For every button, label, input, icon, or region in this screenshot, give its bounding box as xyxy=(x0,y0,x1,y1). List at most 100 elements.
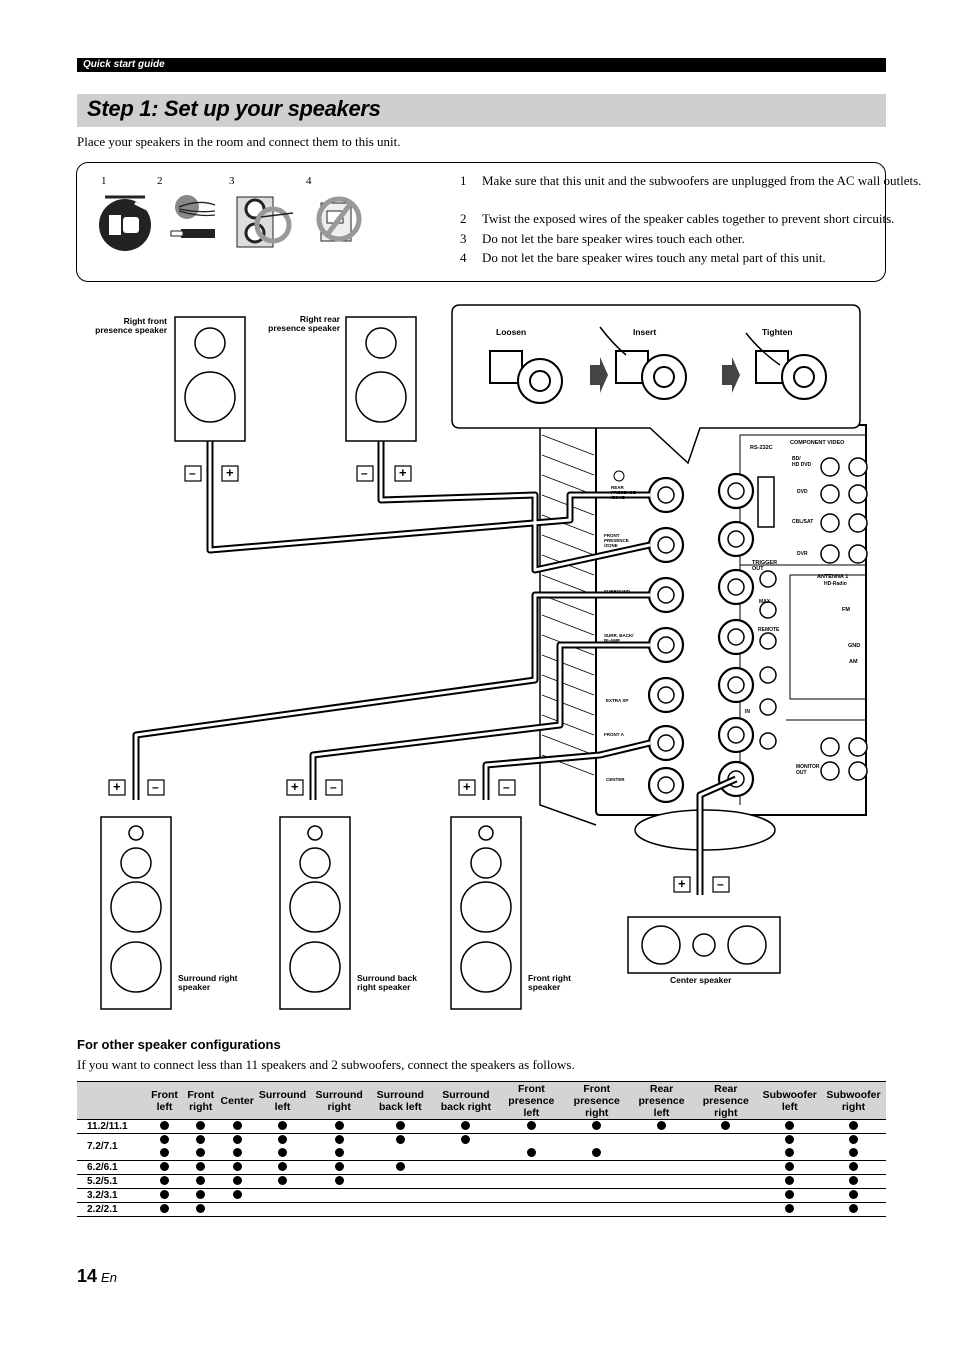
filled-dot-icon xyxy=(277,1148,287,1158)
filled-dot-icon xyxy=(461,1121,471,1131)
extra-sp-label: EXTRA SP xyxy=(606,698,629,703)
presence-speakers xyxy=(174,316,417,442)
speaker-cell xyxy=(693,1119,759,1134)
speaker-cell xyxy=(432,1188,500,1203)
speaker-cell xyxy=(820,1174,886,1189)
speaker-cell xyxy=(310,1188,369,1203)
speaker-cell xyxy=(310,1133,369,1147)
filled-dot-icon xyxy=(334,1176,344,1186)
filled-dot-icon xyxy=(196,1204,206,1214)
table-row: 11.2/11.1 xyxy=(77,1119,886,1134)
speaker-cell xyxy=(758,1119,821,1134)
filled-dot-icon xyxy=(196,1190,206,1200)
filled-dot-icon xyxy=(848,1190,858,1200)
surround-terminal-label: SURROUND xyxy=(604,589,631,594)
table-row: 6.2/6.1 xyxy=(77,1160,886,1175)
speaker-cell xyxy=(147,1174,182,1189)
polarity-minus: – xyxy=(152,780,159,794)
speaker-cell xyxy=(820,1119,886,1134)
speaker-cell xyxy=(630,1133,694,1147)
speaker-cell xyxy=(254,1119,311,1134)
speaker-cell xyxy=(182,1160,220,1175)
speaker-cell xyxy=(368,1160,433,1175)
speaker-cell xyxy=(220,1147,255,1161)
polarity-boxes xyxy=(108,465,730,893)
loosen-label: Loosen xyxy=(496,327,527,337)
filled-dot-icon xyxy=(232,1162,242,1172)
terminal-touch-icon xyxy=(236,196,294,248)
surround-right-label: Surround right speaker xyxy=(178,973,238,992)
speaker-cell xyxy=(182,1119,220,1134)
column-header: Surround right xyxy=(310,1081,369,1120)
speaker-cell xyxy=(368,1147,432,1161)
speaker-cell xyxy=(254,1188,311,1203)
filled-dot-icon xyxy=(160,1190,169,1200)
filled-dot-icon xyxy=(160,1135,169,1145)
column-header: Surround back right xyxy=(432,1081,500,1120)
filled-dot-icon xyxy=(277,1135,287,1145)
speaker-cell xyxy=(147,1188,182,1203)
filled-dot-icon xyxy=(592,1148,602,1158)
polarity-plus: + xyxy=(678,876,686,891)
speaker-cell xyxy=(499,1147,563,1161)
speaker-cell xyxy=(563,1119,631,1134)
filled-dot-icon xyxy=(785,1204,795,1214)
speaker-cell xyxy=(368,1202,433,1217)
config-name-cell: 6.2/6.1 xyxy=(77,1160,147,1175)
column-header: Surround back left xyxy=(368,1081,433,1120)
filled-dot-icon xyxy=(848,1135,858,1145)
hd-radio-label: HD-Radio xyxy=(824,581,847,587)
speaker-cell xyxy=(432,1160,500,1175)
filled-dot-icon xyxy=(232,1148,242,1158)
speaker-cell xyxy=(499,1188,564,1203)
filled-dot-icon xyxy=(848,1204,858,1214)
fm-label: FM xyxy=(842,607,850,613)
speaker-cell xyxy=(219,1160,255,1175)
speaker-cell xyxy=(630,1188,694,1203)
speaker-cell xyxy=(630,1147,693,1161)
speaker-cell xyxy=(432,1174,500,1189)
icon-number-1: 1 xyxy=(101,175,107,187)
filled-dot-icon xyxy=(395,1121,405,1131)
speaker-cell xyxy=(821,1147,886,1161)
column-header: Front presence left xyxy=(499,1081,564,1120)
filled-dot-icon xyxy=(196,1176,206,1186)
filled-dot-icon xyxy=(785,1162,795,1172)
center-terminal-label: CENTER xyxy=(606,777,625,782)
filled-dot-icon xyxy=(657,1121,667,1131)
table-row: 2.2/2.1 xyxy=(77,1202,886,1217)
filled-dot-icon xyxy=(592,1121,602,1131)
filled-dot-icon xyxy=(721,1121,731,1131)
page-lang: En xyxy=(101,1270,117,1285)
table-row: 5.2/5.1 xyxy=(77,1174,886,1189)
speaker-cell xyxy=(693,1133,759,1147)
filled-dot-icon xyxy=(785,1176,795,1186)
icon-number-4: 4 xyxy=(306,175,312,187)
filled-dot-icon xyxy=(160,1162,169,1172)
filled-dot-icon xyxy=(334,1135,344,1145)
speaker-cell xyxy=(182,1188,220,1203)
caution-box: 1 2 3 4 xyxy=(76,162,921,282)
filled-dot-icon xyxy=(848,1176,858,1186)
polarity-minus: – xyxy=(361,466,368,480)
page-title: Step 1: Set up your speakers xyxy=(87,96,381,121)
front-presence-zone-label: FRONT PRESENCE /ZONE xyxy=(604,533,629,548)
filled-dot-icon xyxy=(395,1162,405,1172)
filled-dot-icon xyxy=(160,1121,169,1131)
filled-dot-icon xyxy=(785,1190,795,1200)
speaker-cell xyxy=(254,1202,311,1217)
icon-number-3: 3 xyxy=(229,175,235,187)
unplug-icon xyxy=(99,195,151,251)
speaker-cell xyxy=(563,1160,631,1175)
speaker-cell xyxy=(820,1133,886,1147)
speaker-cell xyxy=(182,1133,220,1147)
speaker-cell xyxy=(630,1174,694,1189)
column-header: Rear presence right xyxy=(693,1081,759,1120)
speaker-cell xyxy=(182,1202,220,1217)
filled-dot-icon xyxy=(196,1162,206,1172)
table-row: 3.2/3.1 xyxy=(77,1188,886,1203)
speaker-cell xyxy=(432,1147,499,1161)
polarity-plus: + xyxy=(463,779,471,794)
